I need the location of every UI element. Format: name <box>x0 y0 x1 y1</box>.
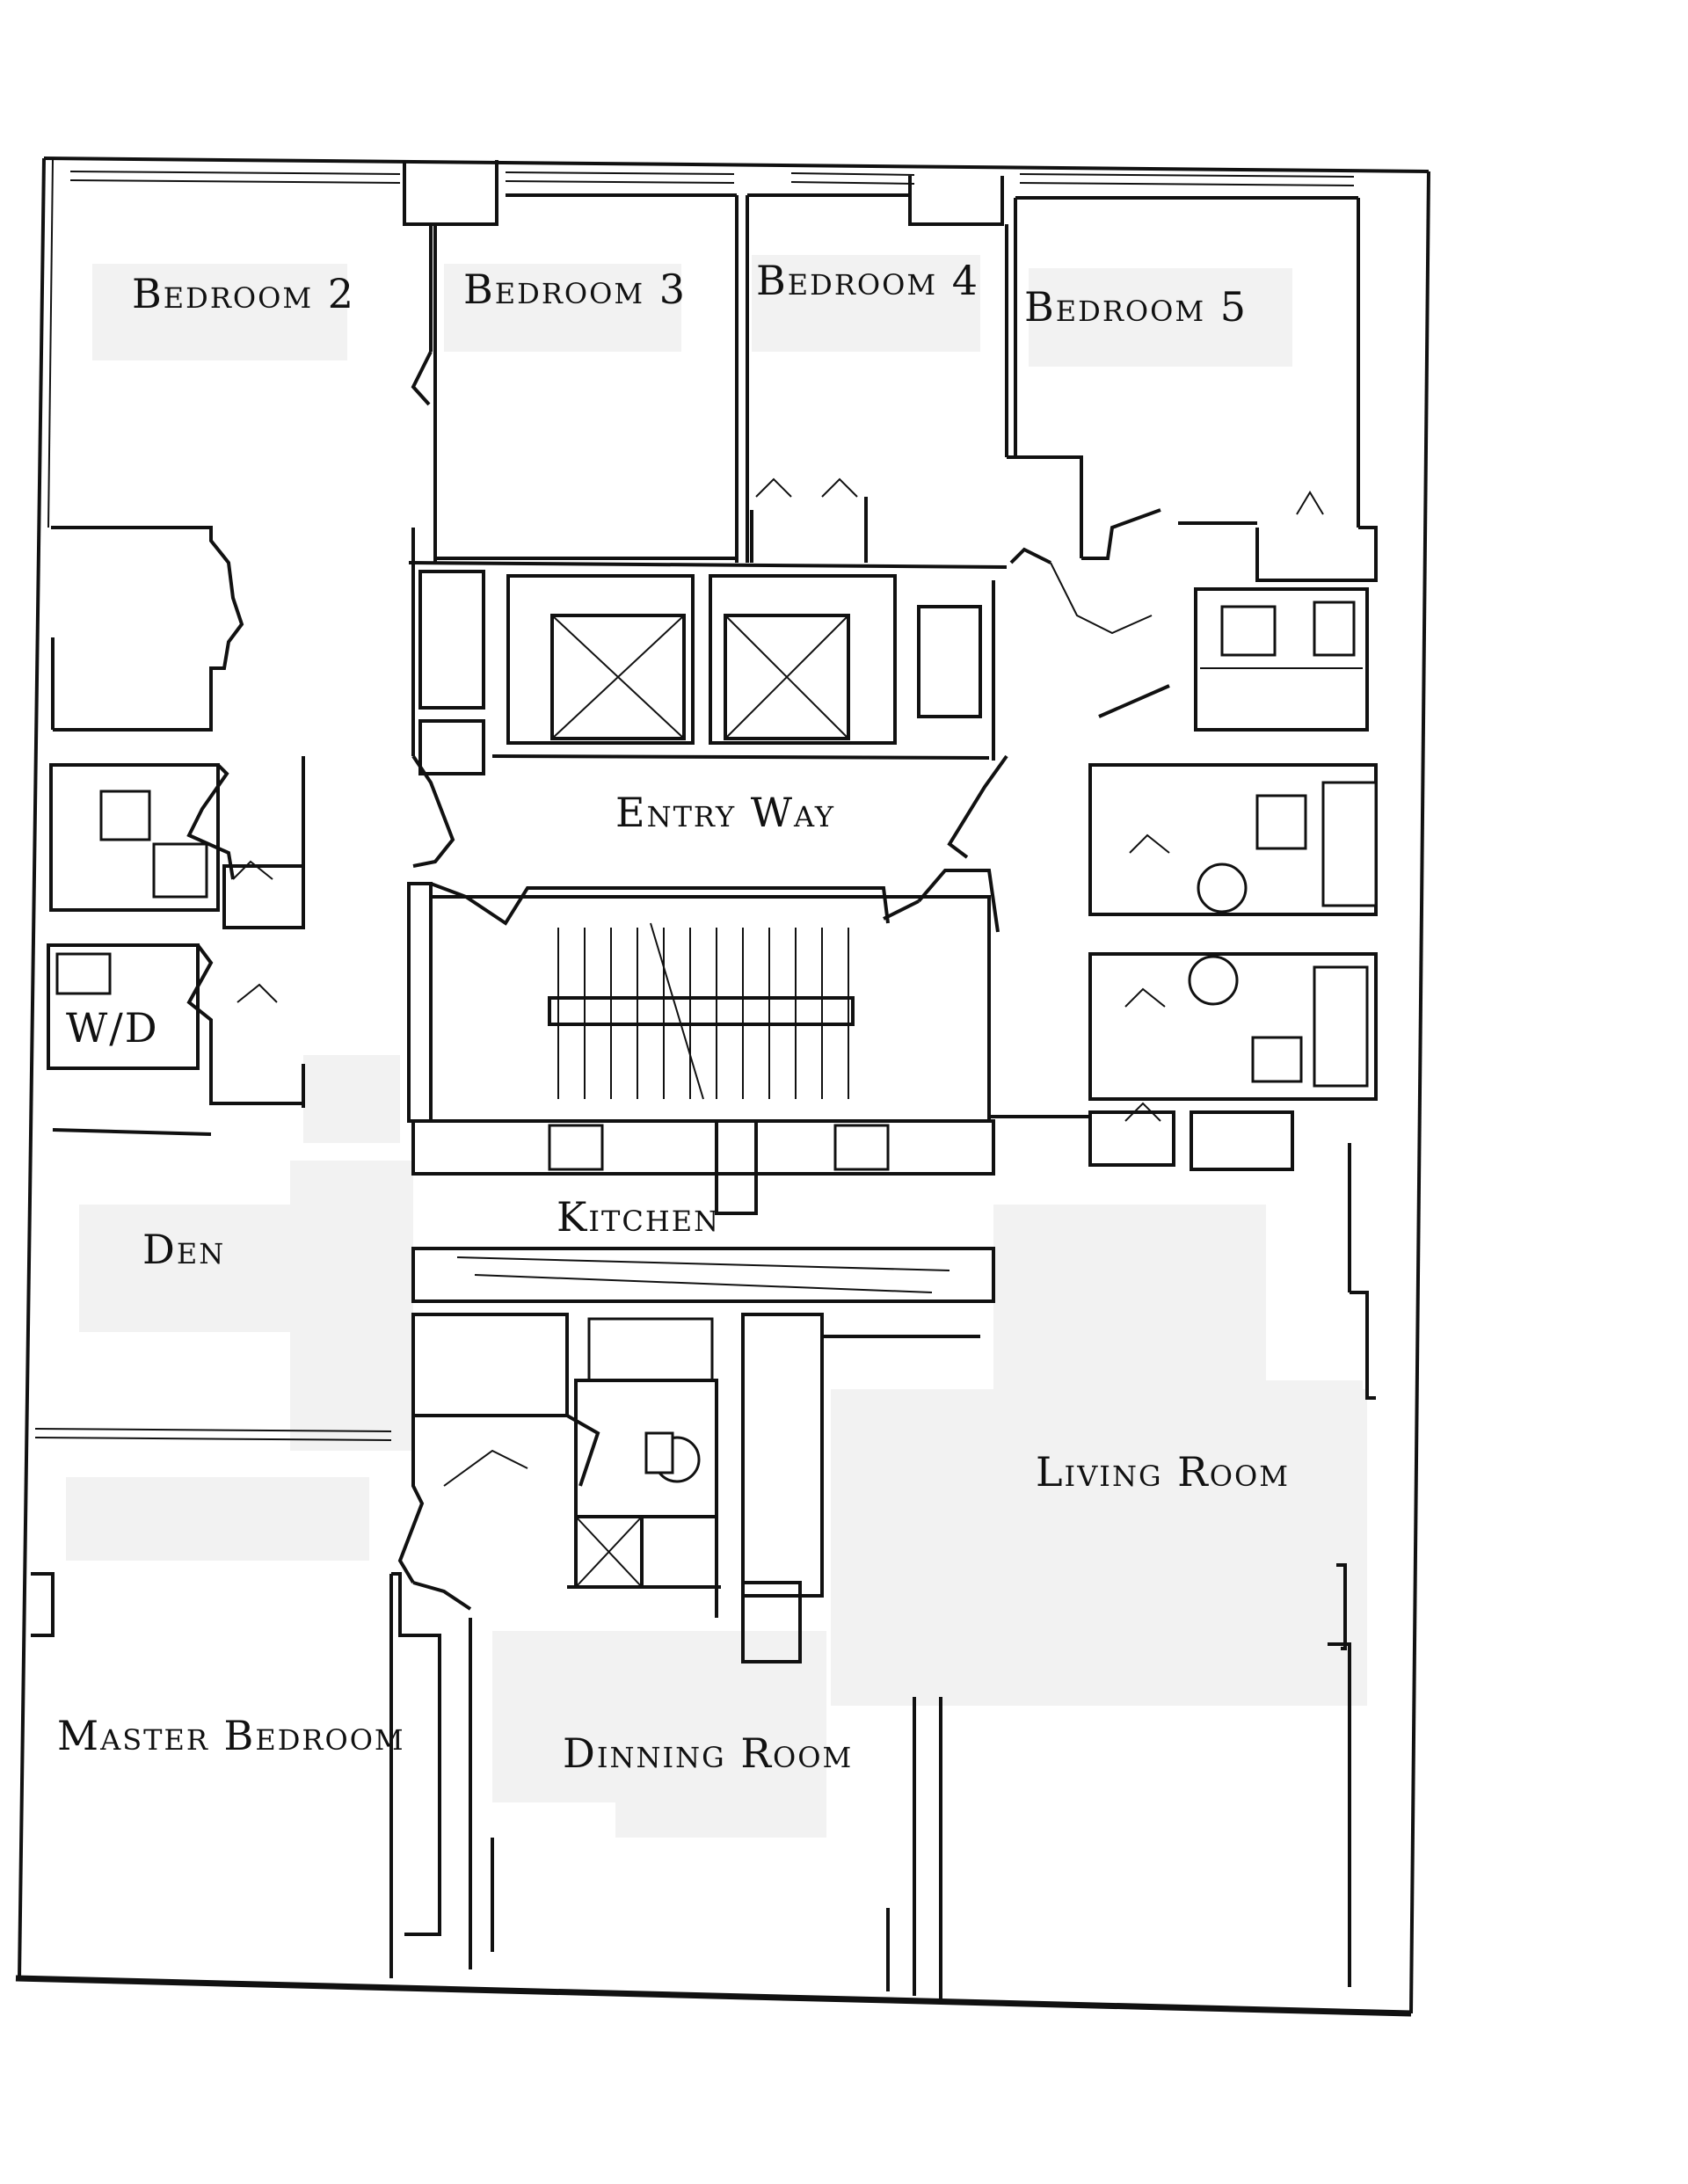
label-bedroom-3: Bedroom 3 <box>463 266 687 313</box>
right-bathrooms <box>989 587 1378 1171</box>
label-patches <box>66 255 1367 1838</box>
left-service-rooms <box>47 637 305 1136</box>
kitchen-cabinets <box>411 1119 995 1303</box>
label-entry-way: Entry Way <box>615 789 835 836</box>
outer-walls <box>15 157 1430 2017</box>
label-bedroom-4: Bedroom 4 <box>756 257 979 304</box>
label-wd: W/D <box>66 1004 159 1052</box>
svg-text:ㅤ: ㅤ <box>428 598 440 607</box>
lower-room-walls <box>31 1143 1376 2000</box>
lower-service-rooms <box>397 1313 980 1663</box>
label-bedroom-5: Bedroom 5 <box>1024 283 1248 331</box>
label-den: Den <box>142 1226 225 1273</box>
label-bedroom-2: Bedroom 2 <box>132 270 355 317</box>
stair-hall <box>407 882 991 1123</box>
label-master-bedroom: Master Bedroom <box>57 1712 405 1759</box>
core-walls: ㅤ <box>408 547 1170 933</box>
room-labels: Bedroom 2 Bedroom 3 Bedroom 4 Bedroom 5 … <box>57 257 1290 1777</box>
label-kitchen: Kitchen <box>557 1193 720 1241</box>
label-dinning-room: Dinning Room <box>563 1729 853 1777</box>
label-living-room: Living Room <box>1036 1448 1290 1496</box>
bedroom-walls <box>51 160 1378 756</box>
